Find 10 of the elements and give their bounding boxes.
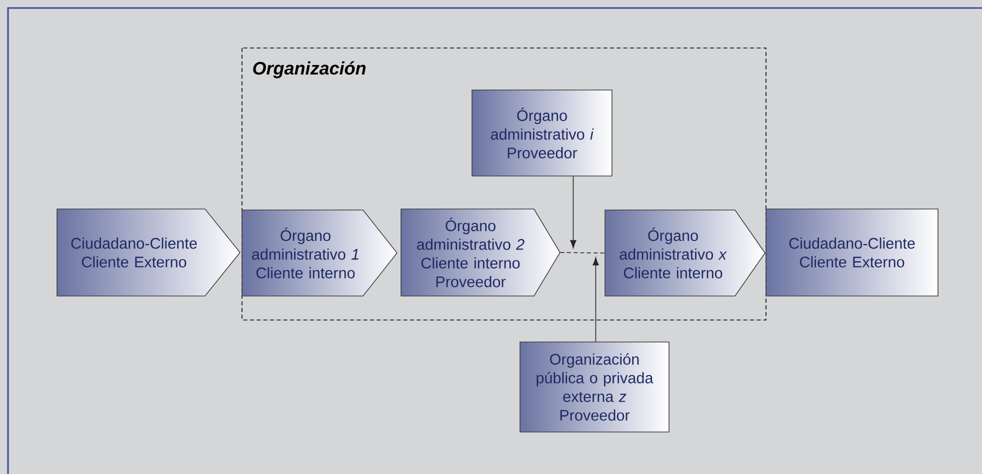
pentagon-box: Ciudadano-Cliente Cliente Externo [56, 208, 241, 296]
pentagon-box: Órgano administrativo 1 Cliente interno [242, 210, 398, 296]
pentagon-box: Órgano administrativo 2 Cliente interno Proveedor [400, 208, 560, 296]
process-box: Organización pública o privada externa z Proveedor [520, 342, 670, 432]
pentagon-box: Órgano administrativo x Cliente interno [604, 210, 766, 296]
process-box: Ciudadano-Cliente Cliente Externo [766, 208, 938, 296]
arrow [570, 176, 576, 248]
connector-line [560, 252, 606, 254]
arrow [592, 257, 599, 342]
process-box: Órgano administrativo i Proveedor [472, 90, 612, 176]
